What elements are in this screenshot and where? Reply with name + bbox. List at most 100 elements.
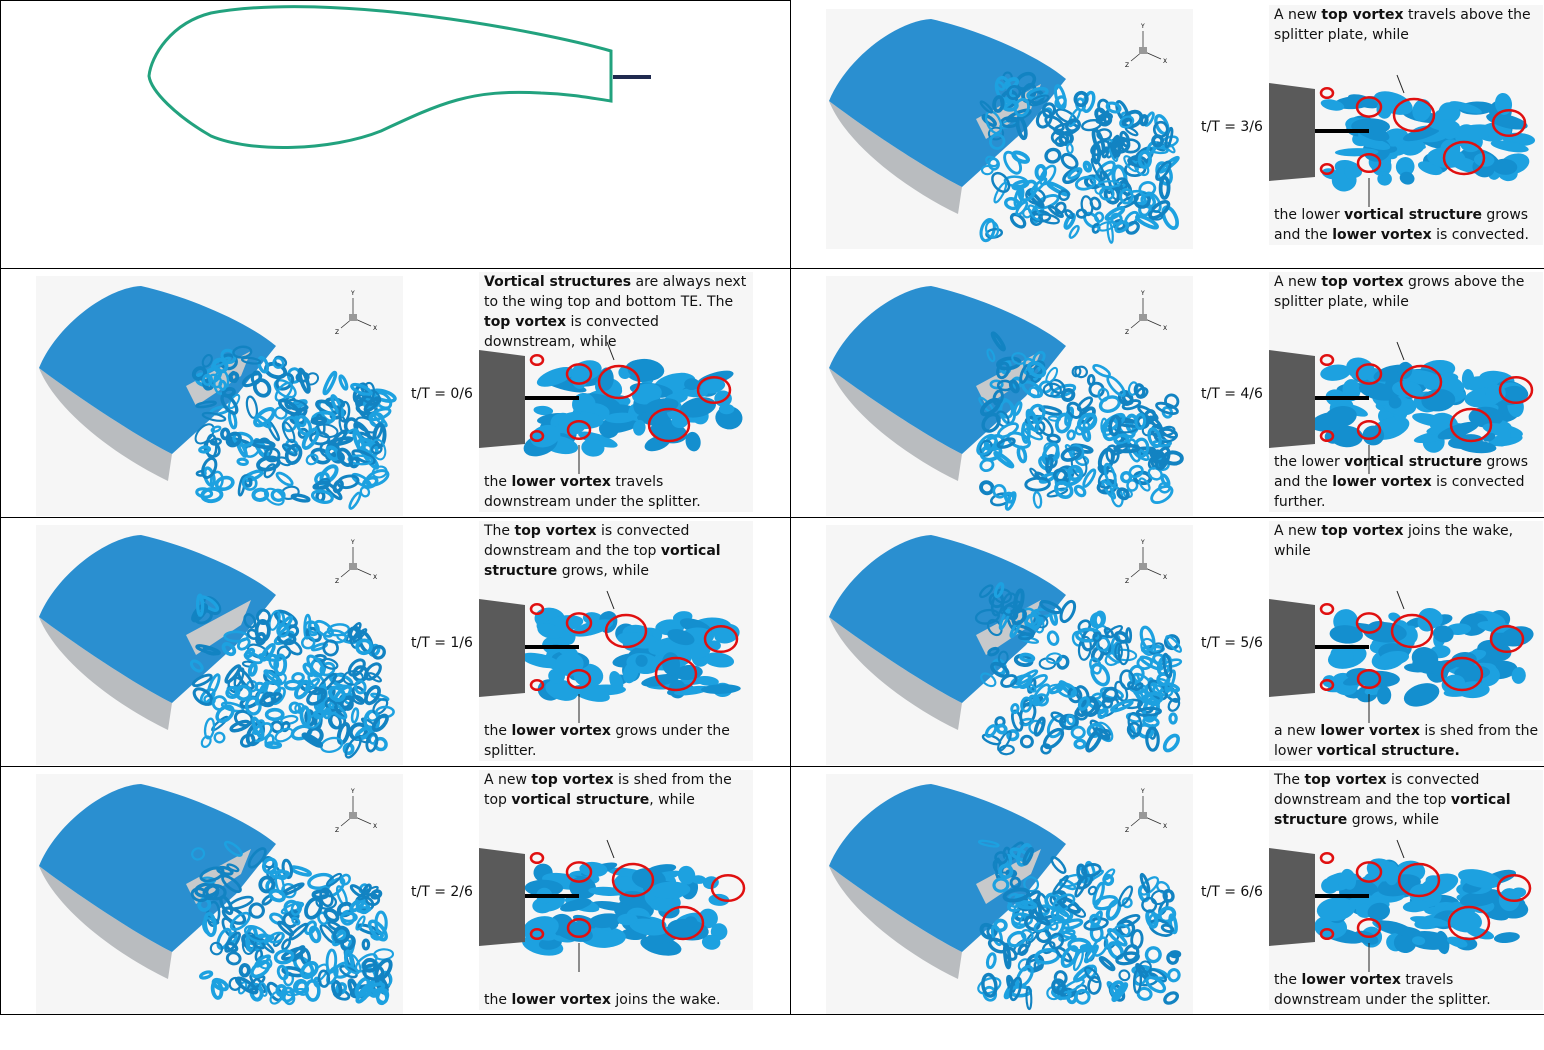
vortex-tube — [1011, 150, 1031, 164]
vortex-tube — [1125, 220, 1140, 235]
vortex-marker — [1319, 927, 1335, 941]
iso-blob — [521, 652, 561, 669]
vortex-tube — [998, 863, 1014, 880]
vortex-tube — [1164, 126, 1174, 149]
wing-lower-surface — [39, 866, 172, 979]
iso-blob — [1358, 381, 1399, 401]
vortex-tube — [1066, 464, 1084, 482]
annotation-arrow — [606, 590, 615, 610]
vortex-tube — [275, 372, 295, 391]
vortex-tube — [1009, 876, 1022, 889]
vortex-tube — [199, 866, 225, 883]
top-annotation: A new top vortex travels above the split… — [1274, 5, 1542, 45]
vortex-tube — [1141, 896, 1158, 913]
vortex-tube — [263, 669, 283, 685]
bottom-annotation: the lower vortex joins the wake. — [484, 990, 752, 1010]
iso-blob — [1412, 655, 1439, 673]
vortex-tube — [339, 873, 351, 886]
iso-blob — [1344, 162, 1357, 180]
vortex-tube — [310, 489, 334, 504]
vortex-tube — [355, 638, 373, 656]
iso-blob — [1447, 909, 1483, 933]
vortex-tube — [239, 733, 256, 748]
iso-blob — [701, 934, 721, 950]
vortex-marker — [1447, 905, 1491, 941]
vortex-tube — [1135, 386, 1149, 399]
vortex-tube — [993, 181, 1008, 204]
vortex-tube — [1101, 696, 1114, 709]
time-label: t/T = 6/6 — [1201, 884, 1263, 900]
vortex-marker — [1449, 407, 1493, 443]
vortex-tube — [300, 635, 316, 650]
wake-detail-panel: Vortical structures are always next to t… — [479, 272, 753, 512]
iso-blob — [1395, 157, 1415, 177]
vortex-tube — [1082, 468, 1097, 488]
vortex-tube — [1150, 484, 1174, 505]
vortex-tube — [1110, 641, 1121, 655]
vortex-tube — [1162, 888, 1175, 903]
annotation-arrow — [606, 839, 615, 859]
vortex-tube — [368, 407, 392, 422]
vortex-tube — [1167, 968, 1181, 983]
vortex-tube — [1073, 738, 1087, 750]
iso-blob — [1412, 936, 1426, 946]
vortex-tube — [281, 421, 296, 444]
vortex-marker — [1319, 353, 1335, 367]
vortex-tube — [191, 847, 206, 861]
vortex-marker — [1356, 917, 1382, 939]
vortex-tube — [1133, 682, 1144, 692]
vortex-tube — [1117, 885, 1134, 907]
vortex-tube — [1040, 743, 1052, 755]
vortex-tube — [986, 348, 996, 363]
vortex-tube — [336, 721, 351, 746]
axis-y-label: Y — [350, 539, 355, 546]
annotation-text: , while — [649, 792, 695, 808]
splitter-plate — [1315, 894, 1369, 898]
vortex-tube — [250, 960, 271, 979]
vortex-marker — [529, 927, 545, 941]
vortex-tube — [997, 422, 1019, 439]
vortex-tube — [201, 411, 227, 422]
annotation-text: grows and the — [1274, 454, 1529, 490]
vortex-marker — [1489, 624, 1525, 654]
vortex-tube — [1127, 156, 1145, 168]
annotation-arrow — [606, 341, 615, 361]
vortex-tube — [988, 133, 1006, 150]
vortex-tube — [243, 925, 269, 943]
wing-trailing-edge — [1269, 848, 1315, 946]
axis-x-label: X — [1163, 325, 1167, 332]
vortex-tube — [229, 719, 251, 733]
annotation-text: the — [484, 992, 512, 1008]
vortex-tube — [1090, 646, 1105, 663]
annotation-text: A new — [1274, 523, 1322, 539]
vortex-tube — [308, 925, 322, 944]
iso-blob — [1420, 648, 1435, 659]
iso-blob — [671, 414, 689, 429]
vortex-marker — [710, 873, 746, 903]
vortex-tube — [1050, 130, 1070, 146]
vortex-tube — [1142, 692, 1164, 705]
vortex-tube — [1104, 206, 1126, 221]
vortex-tube — [200, 735, 212, 748]
vortex-tube — [1087, 885, 1098, 896]
vortex-tube — [312, 480, 331, 490]
vortex-tube — [248, 902, 265, 919]
airfoil-outline — [147, 5, 613, 149]
vortex-tube — [304, 677, 321, 692]
wake-isosurface-view — [1269, 74, 1536, 207]
vortex-tube — [1009, 212, 1027, 229]
bottom-annotation: the lower vortex travels downstream unde… — [1274, 970, 1542, 1010]
vortex-tube — [1113, 433, 1130, 446]
emphasis-text: vortical structure — [511, 792, 650, 808]
vortex-tube — [1138, 181, 1157, 197]
vortex-marker — [1392, 97, 1436, 133]
vortex-tube — [278, 398, 300, 416]
axis-x-label: X — [373, 823, 377, 830]
annotation-text: The — [484, 523, 515, 539]
wing-upper-surface — [39, 784, 276, 952]
axis-y-label: Y — [1140, 290, 1145, 297]
